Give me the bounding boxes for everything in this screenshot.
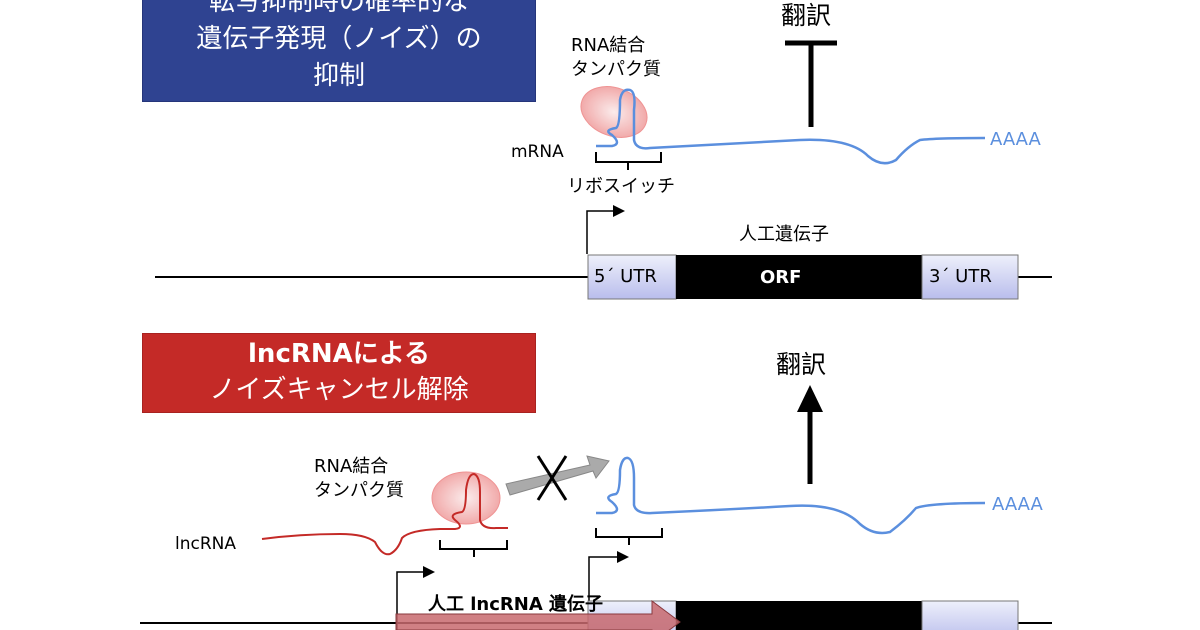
top-panel-title-box: 転写抑制時の確率的な 遺伝子発現（ノイズ）の 抑制 (142, 0, 536, 102)
protein-label-bottom: RNA結合 タンパク質 (314, 455, 404, 503)
orf-label: ORF (760, 267, 802, 288)
top-title-line-1: 転写抑制時の確率的な (208, 0, 469, 17)
polya-label-top: AAAA (990, 129, 1041, 150)
bottom-panel-title-box: lncRNAによる ノイズキャンセル解除 (142, 333, 536, 413)
mrna-strand-bottom (596, 456, 986, 535)
utr3-label: 3´ UTR (929, 266, 992, 287)
riboswitch-label: リボスイッチ (567, 176, 675, 197)
mrna-label: mRNA (511, 142, 564, 162)
orf-box-bottom (676, 601, 922, 630)
lncrna-strand (261, 472, 508, 556)
protein-label-bottom-line-1: RNA結合 (314, 456, 389, 477)
lncrna-bracket (439, 540, 508, 557)
block-x-mark (536, 455, 568, 501)
blocked-transfer-arrow (505, 455, 610, 496)
gene-label: 人工遺伝子 (739, 224, 829, 245)
orf-box (676, 255, 922, 299)
top-title-line-2: 遺伝子発現（ノイズ）の (196, 24, 482, 54)
protein-label-top: RNA結合 タンパク質 (571, 34, 661, 82)
polya-label-bottom: AAAA (992, 494, 1043, 515)
rna-binding-protein (580, 86, 648, 138)
bottom-title-line-2: ノイズキャンセル解除 (209, 375, 469, 405)
protein-label-line-1: RNA結合 (571, 35, 646, 56)
utr3-box-bottom (921, 600, 1019, 630)
top-title-line-3: 抑制 (312, 61, 365, 91)
lncrna-gene-arrow (395, 600, 681, 630)
lncrna-label: lncRNA (175, 534, 237, 554)
utr3-box (921, 254, 1019, 300)
protein-label-bottom-line-2: タンパク質 (314, 480, 404, 501)
riboswitch-bracket (595, 152, 662, 170)
translation-label-bottom: 翻訳 (776, 350, 827, 379)
bottom-title-line-1: lncRNAによる (248, 339, 430, 369)
mrna-strand (596, 88, 986, 165)
utr5-label: 5´ UTR (594, 266, 657, 287)
riboswitch-bracket-bottom (595, 528, 663, 545)
translation-label-top: 翻訳 (781, 1, 832, 30)
translation-active-arrow (797, 385, 823, 484)
lncrna-gene-label: 人工 lncRNA 遺伝子 (428, 594, 604, 615)
translation-repression-symbol (785, 40, 837, 127)
protein-label-line-2: タンパク質 (571, 59, 661, 80)
promoter-arrow (586, 205, 625, 254)
lncrna-promoter-arrow (396, 566, 435, 630)
